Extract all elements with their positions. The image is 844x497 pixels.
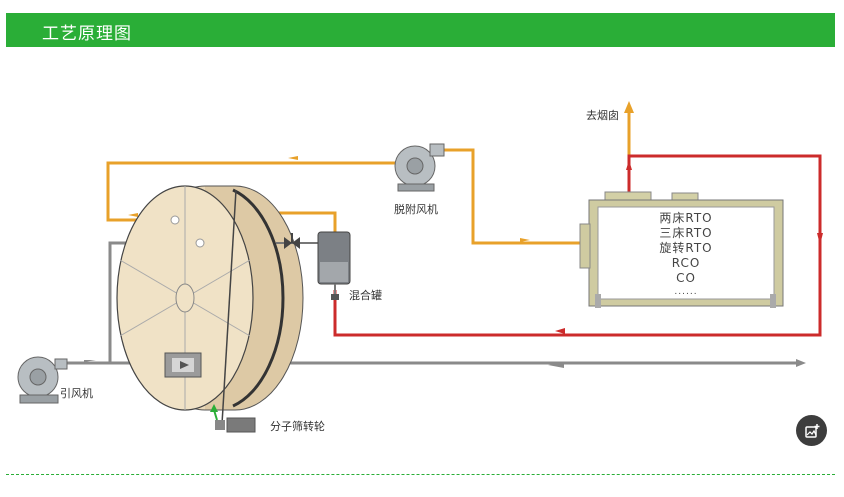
option-2bed-rto: 两床RTO: [659, 211, 712, 225]
mixing-tank-label: 混合罐: [349, 288, 382, 302]
desorption-fan-label: 脱附风机: [394, 202, 438, 216]
induced-fan-label: 引风机: [60, 386, 93, 400]
option-more: ......: [674, 287, 697, 297]
chimney-arrow: [624, 101, 634, 113]
rotor-drive-motor: [210, 189, 256, 433]
option-rco: RCO: [672, 256, 701, 270]
option-rotary-rto: 旋转RTO: [659, 240, 712, 255]
option-co: CO: [676, 271, 696, 285]
oxidizer-unit: [579, 191, 784, 308]
section-title: 工艺原理图: [42, 24, 132, 44]
zeolite-rotor: [116, 185, 304, 411]
exhaust-outlet-arrow: [796, 359, 806, 367]
flow-arrows-orange: [128, 156, 530, 242]
desorption-fan-icon: [394, 143, 445, 192]
mixing-tank-icon: [317, 231, 351, 300]
chimney-label: 去烟囱: [586, 108, 619, 122]
section-divider: [6, 474, 835, 475]
option-3bed-rto: 三床RTO: [659, 226, 712, 240]
section-header: 工艺原理图: [6, 13, 835, 47]
image-edit-button[interactable]: [796, 415, 827, 446]
zeolite-rotor-label: 分子筛转轮: [270, 419, 325, 433]
flow-arrows-red: [555, 160, 823, 334]
image-edit-icon: [804, 423, 819, 438]
valve-icon: [276, 233, 318, 249]
induced-fan-icon: [17, 356, 68, 404]
oxidizer-options: 两床RTO 三床RTO 旋转RTO RCO CO ......: [659, 211, 712, 297]
flow-arrows-gray: [84, 360, 564, 368]
